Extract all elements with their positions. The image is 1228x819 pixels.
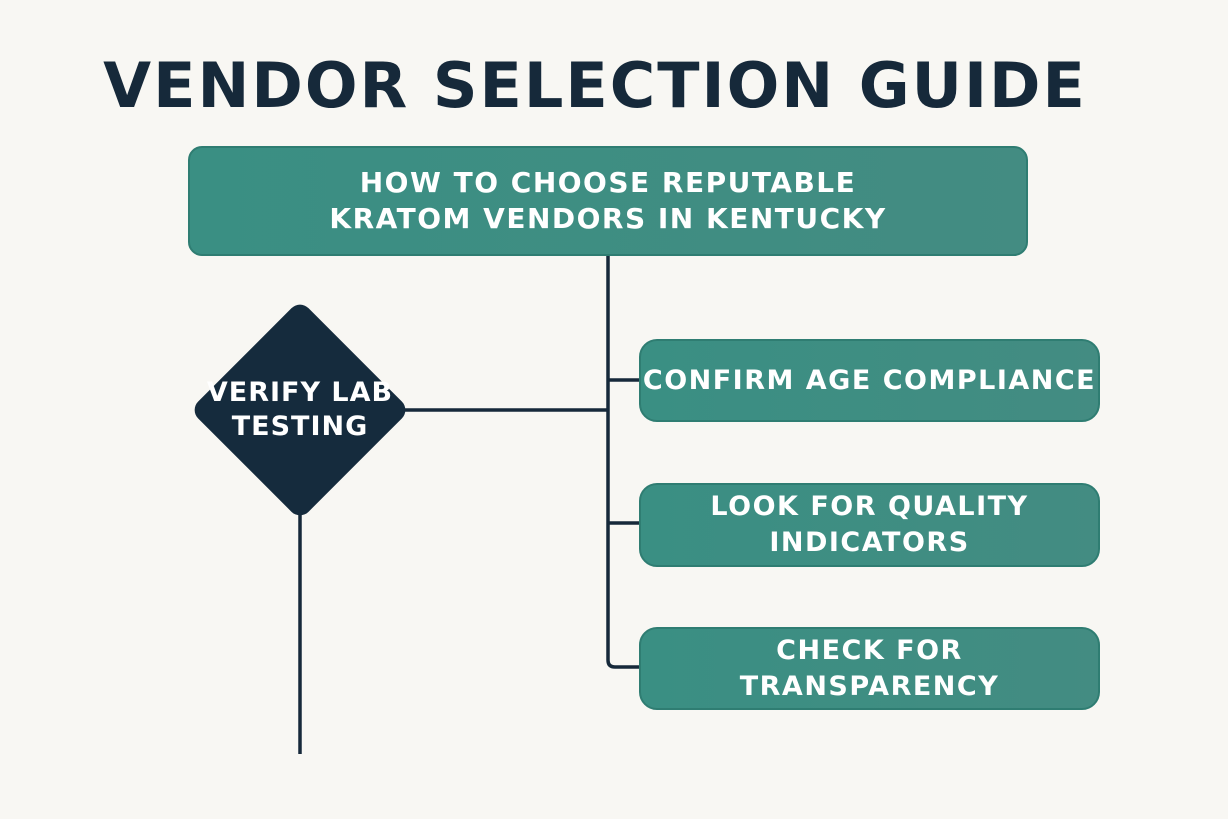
step-box-transparency: CHECK FOR TRANSPARENCY <box>639 627 1100 710</box>
main-question-box: HOW TO CHOOSE REPUTABLE KRATOM VENDORS I… <box>188 146 1028 256</box>
decision-diamond-label: VERIFY LAB TESTING <box>206 377 394 442</box>
step-label-quality-indicators: LOOK FOR QUALITY INDICATORS <box>710 491 1029 558</box>
step-label-age-compliance: CONFIRM AGE COMPLIANCE <box>642 364 1097 396</box>
diagram-title: VENDOR SELECTION GUIDE <box>103 49 1087 122</box>
connector-trunk <box>606 256 640 669</box>
step-label-transparency: CHECK FOR TRANSPARENCY <box>739 634 1000 702</box>
step-box-age-compliance: CONFIRM AGE COMPLIANCE <box>639 339 1100 422</box>
step-box-quality-indicators: LOOK FOR QUALITY INDICATORS <box>639 483 1100 567</box>
main-question-label: HOW TO CHOOSE REPUTABLE KRATOM VENDORS I… <box>329 166 887 235</box>
